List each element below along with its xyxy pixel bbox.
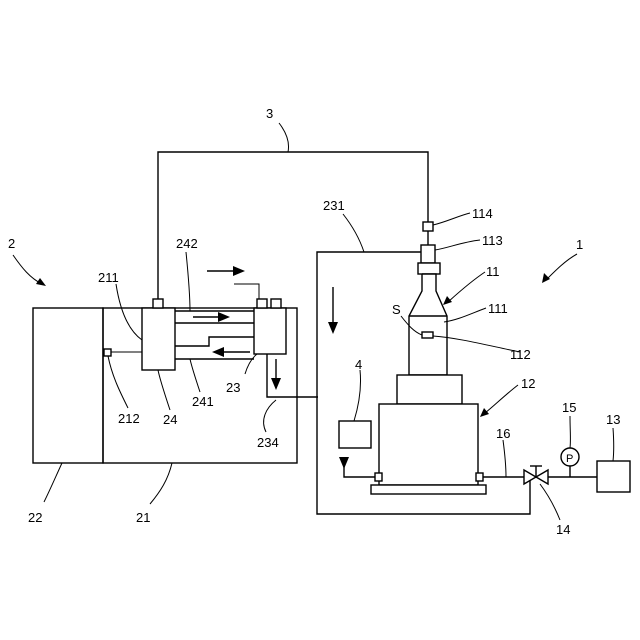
label-114: 114 [472,206,493,221]
arrow-231-head [328,322,338,334]
gauge-15-letter: P [566,453,573,465]
leader-212 [108,356,128,408]
label-2: 2 [8,236,15,251]
label-14: 14 [556,522,570,537]
label-11: 11 [486,264,500,279]
chamber-12 [379,404,478,485]
leader-1 [546,254,577,280]
label-212: 212 [118,411,140,426]
label-231: 231 [323,198,345,213]
leader-231 [343,214,364,252]
label-12: 12 [521,376,535,391]
leader-1-head [542,273,550,283]
leader-12 [485,385,518,413]
label-241: 241 [192,394,214,409]
leader-11-head [443,296,452,305]
chamber-12-base [371,485,486,494]
arrow-mid-head [218,312,230,322]
leader-23 [245,354,257,374]
port-23-top-left [257,299,267,308]
leader-234 [264,400,276,432]
label-15: 15 [562,400,576,415]
leader-16 [503,440,506,477]
label-23: 23 [226,380,240,395]
leader-14 [540,484,560,520]
port-23-top-right [271,299,281,308]
leader-13 [613,428,614,461]
sensor-112 [422,332,433,338]
vessel-11 [409,274,447,375]
component-4 [339,421,371,448]
label-16: 16 [496,426,510,441]
leader-211 [116,284,142,340]
arrow-lower-head [212,347,224,357]
tank-13 [597,461,630,492]
sensor-114 [423,222,433,231]
label-4: 4 [355,357,362,372]
label-234: 234 [257,435,279,450]
label-1: 1 [576,237,583,252]
leader-21 [150,463,172,504]
label-21: 21 [136,510,150,525]
port-24-top [153,299,163,308]
arrow-4-head [339,457,349,469]
label-111: 111 [488,301,508,316]
arrow-upper-bend [234,284,259,299]
leader-12-head [480,408,489,417]
label-24: 24 [163,412,177,427]
line-4 [344,457,375,477]
leader-111 [444,308,486,322]
leader-24 [158,370,170,410]
leader-11 [448,272,485,302]
label-113: 113 [482,233,503,248]
fitting-113-base [418,263,440,274]
label-s: S [392,302,401,317]
port-left [375,473,382,481]
cabinet-22 [33,308,103,463]
line-234 [267,354,318,397]
leader-3 [279,123,289,152]
leader-114 [433,213,470,225]
leader-22 [44,463,62,502]
sensor-212 [104,349,111,356]
label-22: 22 [28,510,42,525]
label-3: 3 [266,106,273,121]
leader-2-head [36,278,46,286]
component-24 [142,308,175,370]
label-242: 242 [176,236,198,251]
leader-113 [435,240,480,250]
leader-241 [190,359,200,392]
fitting-113 [421,245,435,263]
label-211: 211 [98,270,119,285]
arrow-down-head [271,378,281,390]
leader-242 [186,252,190,311]
arrow-upper-head [233,266,245,276]
pipe-241-top [175,337,254,346]
port-right [476,473,483,481]
component-23 [254,308,286,354]
valve-14-right [536,470,548,484]
chamber-12-top [397,375,462,404]
label-112: 112 [510,347,531,362]
leader-4 [354,370,361,421]
leader-2 [13,255,42,284]
line-3 [158,152,428,299]
label-13: 13 [606,412,620,427]
